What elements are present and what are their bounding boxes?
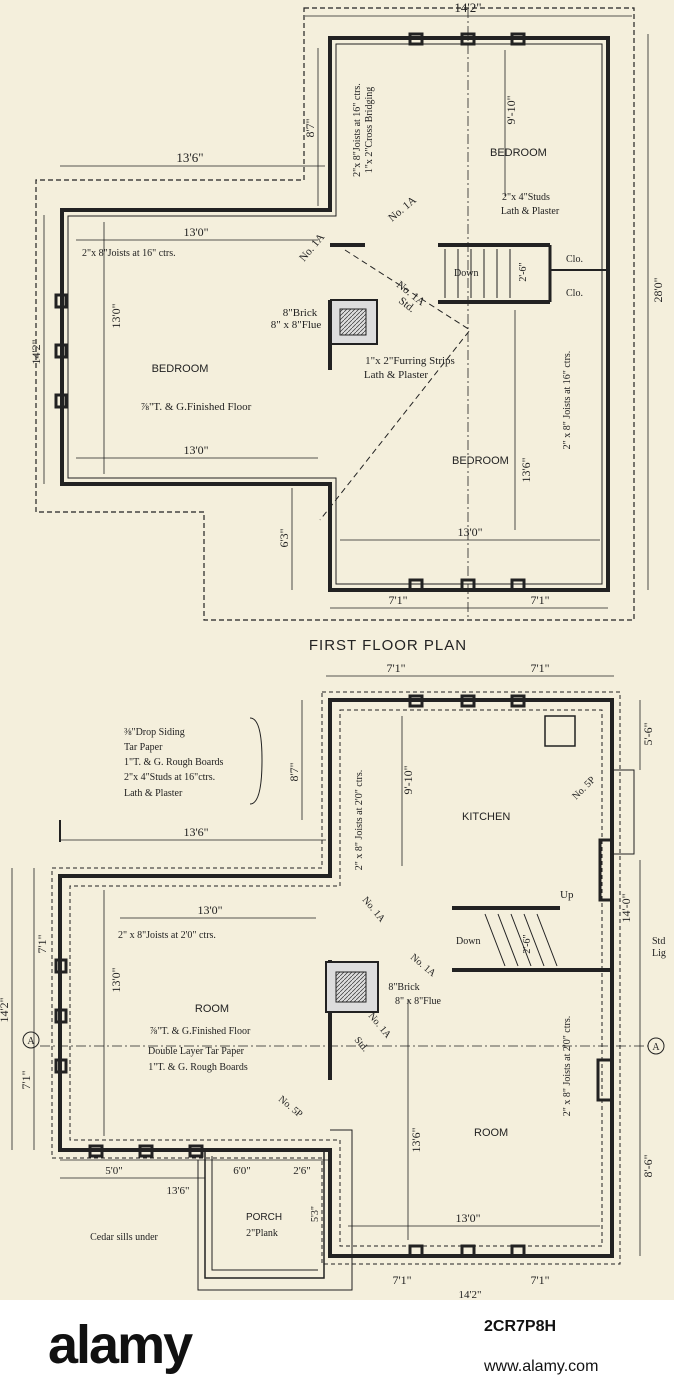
image-id: 2CR7P8H bbox=[484, 1318, 557, 1335]
dim-lower-6-0: 6'0" bbox=[233, 1165, 250, 1177]
first-floor-title: FIRST FLOOR PLAN bbox=[309, 637, 467, 654]
stock-footer: alamy 2CR7P8H www.alamy.com bbox=[0, 1300, 674, 1390]
upper-brick-note: 8"Brick bbox=[283, 307, 318, 319]
cedar-sills-note: Cedar sills under bbox=[90, 1232, 158, 1243]
floor-plan-drawing: 14'2" 13'6" 28'0" 14'2" 7'1" 7'1" 13'0" … bbox=[0, 0, 666, 1300]
dim-lower-top-left: 7'1" bbox=[386, 661, 405, 675]
upper-bedroom-top-label: BEDROOM bbox=[490, 147, 547, 159]
lower-floor-note: ⅞"T. & G.Finished Floor bbox=[150, 1026, 251, 1037]
lower-plan bbox=[11, 675, 665, 1291]
room-left-label: ROOM bbox=[195, 1003, 229, 1015]
dim-lower-5-6: 5'-6" bbox=[641, 722, 655, 745]
dim-lower-13-6-vertical: 13'6" bbox=[409, 1127, 423, 1152]
porch-label: PORCH bbox=[246, 1212, 282, 1223]
lower-wing-joists-note: 2" x 8"Joists at 2'0" ctrs. bbox=[118, 930, 216, 941]
upper-closet-1: Clo. bbox=[566, 254, 583, 265]
side-std-label: Std bbox=[652, 936, 665, 947]
upper-studs-note: 2"x 4"Studs bbox=[502, 192, 550, 203]
upper-furring-lath: Lath & Plaster bbox=[364, 369, 428, 381]
dim-upper-left-total: 14'2" bbox=[29, 339, 43, 364]
dim-lower-13-0-wing: 13'0" bbox=[197, 903, 222, 917]
dim-upper-bottom-left: 7'1" bbox=[388, 593, 407, 607]
dim-lower-13-0-room: 13'0" bbox=[455, 1211, 480, 1225]
upper-furring-note: 1"x 2"Furring Strips bbox=[365, 355, 455, 367]
lower-boards-note: 1"T. & G. Rough Boards bbox=[148, 1062, 248, 1073]
dim-lower-8-7: 8'7" bbox=[287, 762, 301, 781]
dim-lower-7-1-lower: 7'1" bbox=[19, 1070, 33, 1089]
stair-up-label: Up bbox=[560, 889, 574, 901]
dim-upper-wing-vertical: 13'0" bbox=[109, 303, 123, 328]
dim-lower-2-6-stair: 2'-6" bbox=[522, 934, 533, 953]
dim-lower-5-3: 5'3" bbox=[310, 1206, 321, 1222]
kitchen-label: KITCHEN bbox=[462, 811, 510, 823]
wall-note-4: 2"x 4"Studs at 16"ctrs. bbox=[124, 772, 215, 783]
wall-note-5: Lath & Plaster bbox=[124, 788, 183, 799]
lower-brick-note: 8"Brick bbox=[388, 982, 419, 993]
porch-plank-note: 2"Plank bbox=[246, 1228, 278, 1239]
upper-closet-2: Clo. bbox=[566, 288, 583, 299]
dim-lower-14-2-left: 14'2" bbox=[0, 997, 11, 1022]
upper-lath-note: Lath & Plaster bbox=[501, 206, 560, 217]
lower-std-1a-c: No. 1A bbox=[366, 1011, 394, 1041]
upper-bedroom-right-label: BEDROOM bbox=[452, 455, 509, 467]
lower-std-1a-b: No. 1A bbox=[408, 952, 438, 980]
dim-upper-2-6: 2'-6" bbox=[518, 262, 529, 281]
room-right-label: ROOM bbox=[474, 1127, 508, 1139]
upper-bridging-note: 1"x 2"Cross Bridging bbox=[364, 87, 375, 174]
wall-note-2: Tar Paper bbox=[124, 742, 163, 753]
dim-lower-top-right: 7'1" bbox=[530, 661, 549, 675]
wall-construction-note: ⅜"Drop Siding Tar Paper 1"T. & G. Rough … bbox=[124, 727, 224, 799]
lower-std-5p-left: No. 5P bbox=[276, 1094, 305, 1121]
upper-std-1a-left: No. 1A bbox=[297, 231, 327, 264]
dim-lower-5-0: 5'0" bbox=[105, 1165, 122, 1177]
dim-upper-wing: 13'6" bbox=[176, 150, 203, 165]
dim-upper-right-total: 28'0" bbox=[651, 277, 665, 302]
upper-floor-note: ⅞"T. & G.Finished Floor bbox=[141, 401, 252, 413]
dim-lower-13-6-bottom: 13'6" bbox=[167, 1185, 190, 1197]
upper-plan bbox=[35, 7, 649, 621]
site-url: www.alamy.com bbox=[484, 1358, 599, 1375]
dim-upper-6-3: 6'3" bbox=[277, 528, 291, 547]
dim-lower-14-0: 14'-0" bbox=[619, 893, 633, 922]
dim-lower-14-2-bottom: 14'2" bbox=[459, 1289, 482, 1300]
lower-flue-note: 8" x 8"Flue bbox=[395, 996, 442, 1007]
dim-lower-2-6-porch: 2'6" bbox=[293, 1165, 310, 1177]
wall-note-3: 1"T. & G. Rough Boards bbox=[124, 757, 224, 768]
lower-std-label: Std. bbox=[352, 1035, 371, 1054]
dim-upper-bottom-right: 7'1" bbox=[530, 593, 549, 607]
dim-upper-9-10: 9'-10" bbox=[504, 95, 518, 124]
dim-upper-8-7: 8'7" bbox=[303, 118, 317, 137]
upper-wing-joists-note: 2"x 8"Joists at 16" ctrs. bbox=[82, 248, 176, 259]
side-lig-label: Lig bbox=[652, 948, 666, 959]
lower-tar-note: Double Layer Tar Paper bbox=[148, 1046, 245, 1057]
wall-note-1: ⅜"Drop Siding bbox=[124, 727, 185, 738]
upper-down-label: Down bbox=[454, 268, 478, 279]
dim-lower-7-1-bottom-1: 7'1" bbox=[392, 1273, 411, 1287]
upper-right-joists-note: 2" x 8" Joists at 16" ctrs. bbox=[562, 351, 573, 450]
section-marker-left: A bbox=[27, 1036, 35, 1047]
lower-room-joists-note: 2" x 8" Joists at 2'0" ctrs. bbox=[562, 1016, 573, 1116]
dim-lower-9-10: 9'-10" bbox=[401, 765, 415, 794]
upper-top-joists-note: 2"x 8"Joists at 16" ctrs. bbox=[352, 83, 363, 177]
lower-kitchen-joists-note: 2" x 8" Joists at 2'0" ctrs. bbox=[354, 770, 365, 870]
upper-plan-labels: 14'2" 13'6" 28'0" 14'2" 7'1" 7'1" 13'0" … bbox=[29, 0, 665, 607]
dim-upper-wing-inner-bottom: 13'0" bbox=[183, 443, 208, 457]
alamy-logo: alamy bbox=[48, 1315, 193, 1375]
upper-bedroom-left-label: BEDROOM bbox=[152, 363, 209, 375]
section-marker-right: A bbox=[652, 1042, 660, 1053]
dim-lower-8-6: 8'-6" bbox=[641, 1154, 655, 1177]
dim-upper-right-room: 13'0" bbox=[457, 525, 482, 539]
lower-std-5p-right: No. 5P bbox=[570, 774, 598, 802]
dim-upper-top: 14'2" bbox=[454, 0, 481, 15]
dim-lower-13-0-vertical: 13'0" bbox=[109, 967, 123, 992]
dim-upper-wing-inner-top: 13'0" bbox=[183, 225, 208, 239]
dim-upper-right-vertical: 13'6" bbox=[519, 457, 533, 482]
lower-std-1a-a: No. 1A bbox=[360, 895, 388, 925]
stair-down-label: Down bbox=[456, 936, 480, 947]
dim-lower-7-1-bottom-2: 7'1" bbox=[530, 1273, 549, 1287]
dim-lower-7-1-left: 7'1" bbox=[35, 934, 49, 953]
upper-std-1a-top: No. 1A bbox=[386, 194, 419, 224]
upper-flue-note: 8" x 8"Flue bbox=[271, 319, 322, 331]
dim-lower-wing: 13'6" bbox=[183, 825, 208, 839]
